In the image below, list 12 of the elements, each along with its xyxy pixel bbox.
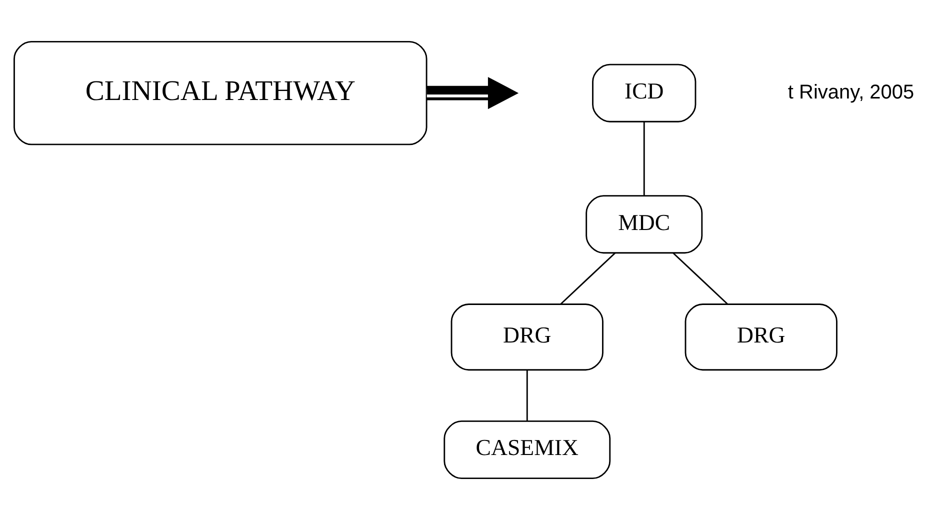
connector	[526, 370, 528, 421]
connector	[672, 252, 728, 304]
node-box: DRG	[450, 303, 604, 370]
node-box: CASEMIX	[444, 420, 611, 478]
arrow	[426, 76, 519, 109]
connector	[560, 252, 616, 304]
node-box: DRG	[684, 303, 838, 370]
label: t Rivany, 2005	[788, 80, 914, 103]
node-box: CLINICAL PATHWAY	[14, 40, 428, 145]
node-box: ICD	[592, 63, 696, 122]
node-box: MDC	[586, 194, 703, 254]
connector	[643, 121, 645, 196]
